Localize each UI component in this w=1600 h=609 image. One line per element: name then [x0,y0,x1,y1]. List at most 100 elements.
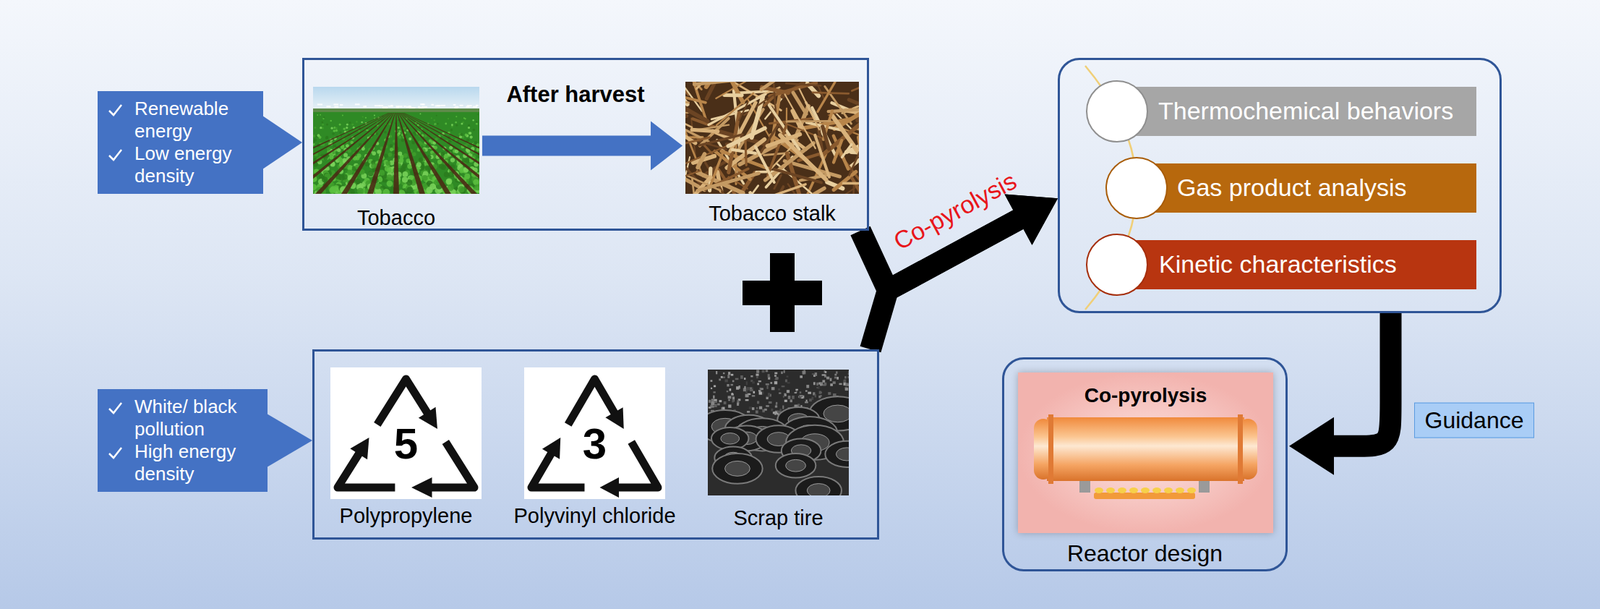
stalk-piece [750,193,760,194]
tire-chip [774,381,778,384]
tire-chip [766,385,768,389]
illustration [707,369,849,496]
tire-chip [848,370,849,374]
greenhouse [362,105,367,108]
leaf [335,129,338,132]
leaf [447,117,449,120]
leaf [477,113,479,115]
flame [1175,487,1185,494]
tire-chip [755,373,759,376]
bar-label: Kinetic characteristics [1158,250,1397,279]
check-mark [107,101,123,118]
tire [795,476,842,496]
resin-code: 5 [330,422,482,466]
tire-chip [761,391,764,395]
tire-chip [791,395,795,400]
symbol-ground [330,367,482,499]
stalk-piece [848,99,859,125]
tire [824,441,849,468]
greenhouse [317,103,323,105]
leaf [403,153,408,158]
step-circle [1085,79,1149,144]
stalk-piece [786,120,831,123]
bullet-item: Low energy density [134,142,258,188]
tire-chip [775,376,778,379]
tire-chip [756,375,759,379]
tire-chip [780,371,783,374]
tire-chip [751,394,755,397]
furrow [402,112,480,194]
flame [1129,487,1139,494]
tire-chip [799,391,802,394]
analysis-bar: Kinetic characteristics [1134,240,1477,290]
leaf [475,120,478,123]
tire-chip [749,387,752,390]
tire-chip [804,401,809,403]
tire-chip [723,401,727,405]
step-circle-shape [1106,157,1167,219]
leaf [402,171,409,178]
leaf [343,152,348,157]
panel-label: After harvest [506,81,645,108]
tire-chip [774,411,777,416]
tobacco-field-image: Tobacco [313,86,480,194]
leaf [325,135,329,139]
leaf [455,124,458,127]
leaf [386,161,392,167]
leaf [435,114,438,117]
leaf [371,151,376,156]
biomass-panel: After harvestTobaccoTobacco stalk [302,57,870,231]
tire-chip [718,378,721,382]
tire-chip [847,383,849,386]
reactor-panel: Reactor designCo-pyrolysis [1002,357,1288,572]
check-mark [107,146,123,163]
leaf [362,115,364,118]
stalk-piece [785,83,821,86]
greenhouse [453,104,457,106]
tire-chip [731,399,734,403]
furrow [393,112,400,194]
tire-chip [759,406,763,410]
tire-chip [824,370,827,374]
tire-chip [771,386,776,390]
leaf [459,135,462,139]
leaf [346,123,349,126]
stalk-piece [843,182,859,186]
tire-chip [713,385,716,388]
recycle-arrowhead [600,477,620,498]
tire-chip [730,383,733,386]
leaf [313,126,316,129]
tire-chip [799,394,803,397]
leaf [433,146,438,150]
leaf [325,136,329,140]
tire-ground [707,369,849,496]
sky [313,86,480,113]
greenhouse [441,104,446,107]
arrowhead [1289,417,1334,476]
leaf [388,152,393,157]
caption: Polyvinyl chloride [513,503,676,528]
greenhouse [339,104,343,106]
tire-chip [724,379,728,383]
tire-chip [814,372,817,376]
flame [1152,487,1162,494]
leaf [454,121,457,124]
tire-chip [712,391,716,393]
leaf [316,114,319,116]
tire-chip [805,390,808,392]
leaf [329,120,332,123]
leaf [321,123,324,126]
greenhouse [374,104,381,107]
tire-chip [709,379,713,382]
leaf [475,122,478,126]
leaf [368,171,374,178]
tire-chip [775,405,778,408]
tire-chip [814,394,817,397]
leaf [329,185,337,193]
greenhouse [333,103,339,105]
tire-chip [811,373,815,375]
greenhouse [408,105,411,108]
connector [266,413,313,468]
furrow [403,112,480,194]
tire-chip [764,408,768,411]
